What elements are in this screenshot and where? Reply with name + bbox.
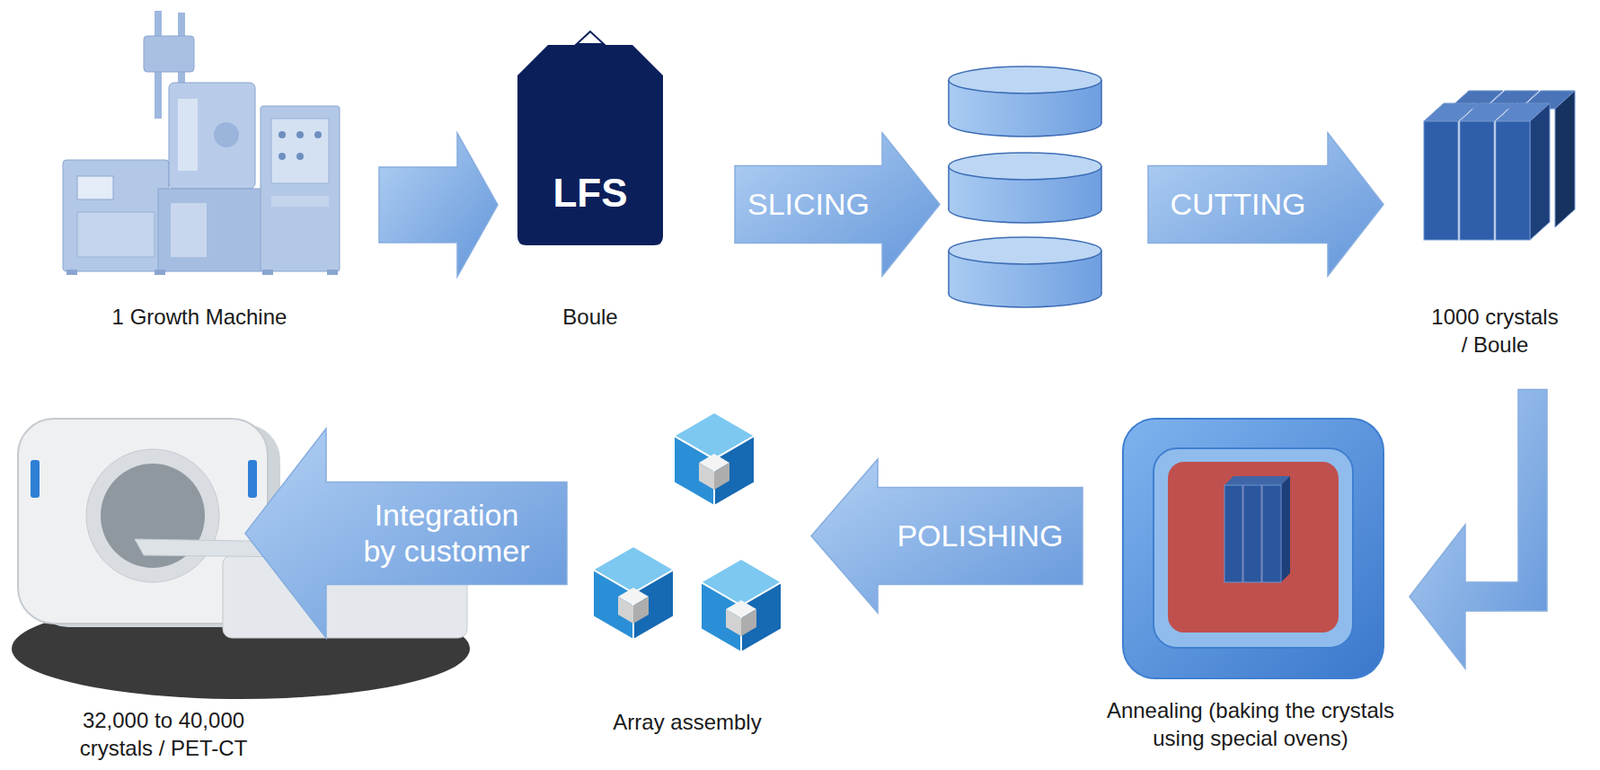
machine-screen: [77, 176, 114, 200]
machine-panel: [77, 212, 155, 257]
block-arrow: [1148, 132, 1384, 276]
machine-chamber: [168, 82, 256, 189]
stage-caption: 1000 crystals / Boule: [1427, 302, 1563, 359]
annealing-oven: [1122, 418, 1384, 679]
slice-side: [947, 250, 950, 294]
crystal-side: [1529, 103, 1550, 240]
control-knob: [296, 152, 304, 160]
oven-frame: [1153, 448, 1353, 648]
process-label: Integration by customer: [356, 497, 537, 568]
machine-port: [213, 122, 239, 148]
pet-ct-stage: 32,000 to 40,000 crystals / PET-CT: [75, 706, 252, 766]
process-arrow: Integration by customer: [245, 428, 567, 638]
block-arrow: [245, 428, 567, 638]
control-knob: [278, 131, 286, 139]
block-arrow: [734, 132, 940, 276]
slice-side: [1100, 250, 1103, 294]
seed-crystal: [576, 31, 604, 45]
slice-top: [948, 152, 1102, 180]
crystal-bar: [1495, 121, 1530, 240]
control-knob: [278, 152, 286, 160]
stage-caption: Array assembly: [583, 707, 791, 736]
slice-side: [947, 166, 950, 210]
boule-body: [517, 44, 663, 246]
machine-stand: [158, 188, 266, 272]
flow-arrow: [379, 132, 498, 277]
stage-caption: 1 Growth Machine: [43, 302, 356, 331]
process-arrow: SLICING: [734, 132, 940, 276]
flow-arrow: [1409, 388, 1547, 669]
array-cube: [592, 546, 674, 640]
slice-top: [948, 237, 1102, 265]
gantry-bore-ring: [86, 449, 220, 583]
crystal-top: [1224, 476, 1291, 486]
crystal-side: [1281, 476, 1291, 583]
oven-body: [1122, 418, 1384, 679]
control-strip: [271, 195, 329, 207]
growth-machine-stage: 1 Growth Machine: [55, 9, 369, 347]
array-assembly-icon: [592, 412, 782, 653]
annealing-stage: Annealing (baking the crystals using spe…: [1102, 413, 1399, 756]
crystal-bar: [1459, 121, 1494, 240]
status-light: [247, 459, 257, 498]
growth-machine: [62, 10, 340, 275]
machine-foot: [154, 269, 166, 275]
oven-chamber: [1167, 461, 1339, 633]
machine-foot: [66, 269, 78, 275]
control-panel: [271, 118, 329, 184]
process-arrow: POLISHING: [811, 459, 1083, 613]
array-cube: [673, 412, 755, 506]
process-label: SLICING: [747, 184, 870, 224]
boule-node: LFS Boule: [508, 26, 672, 347]
slice-side: [1100, 166, 1103, 210]
machine-window: [177, 98, 198, 171]
status-light: [30, 459, 40, 498]
machine-motor: [143, 35, 195, 72]
crystal-bar: [1262, 485, 1282, 583]
slice-top: [948, 66, 1102, 94]
crystals-stage: 1000 crystals / Boule: [1423, 89, 1567, 363]
crystal-bar: [1224, 485, 1243, 583]
slice-side: [947, 79, 950, 124]
control-knob: [314, 131, 322, 139]
control-knob: [296, 131, 304, 139]
machine-door: [170, 203, 207, 257]
block-arrow: [811, 459, 1083, 613]
slice-side: [1100, 79, 1103, 124]
machine-cabinet: [62, 159, 169, 272]
process-label: CUTTING: [1169, 184, 1306, 224]
stage-caption: Boule: [508, 302, 672, 331]
machine-foot: [262, 269, 274, 275]
control-cabinet: [260, 106, 340, 272]
crystal-block: [1423, 90, 1575, 240]
machine-foot: [327, 269, 338, 275]
crystal-bar: [1423, 121, 1459, 240]
process-arrow: CUTTING: [1148, 132, 1384, 276]
stage-caption: Annealing (baking the crystals using spe…: [1102, 696, 1399, 752]
array-cube: [700, 558, 782, 653]
crystal-bar: [1243, 485, 1262, 583]
crystal-side: [1555, 90, 1575, 228]
material-label: LFS: [552, 167, 628, 219]
array-assembly-stage: Array assembly: [583, 404, 791, 746]
boule-slices: [948, 66, 1102, 308]
stage-caption: 32,000 to 40,000 crystals / PET-CT: [75, 706, 252, 762]
process-label: POLISHING: [896, 515, 1063, 556]
